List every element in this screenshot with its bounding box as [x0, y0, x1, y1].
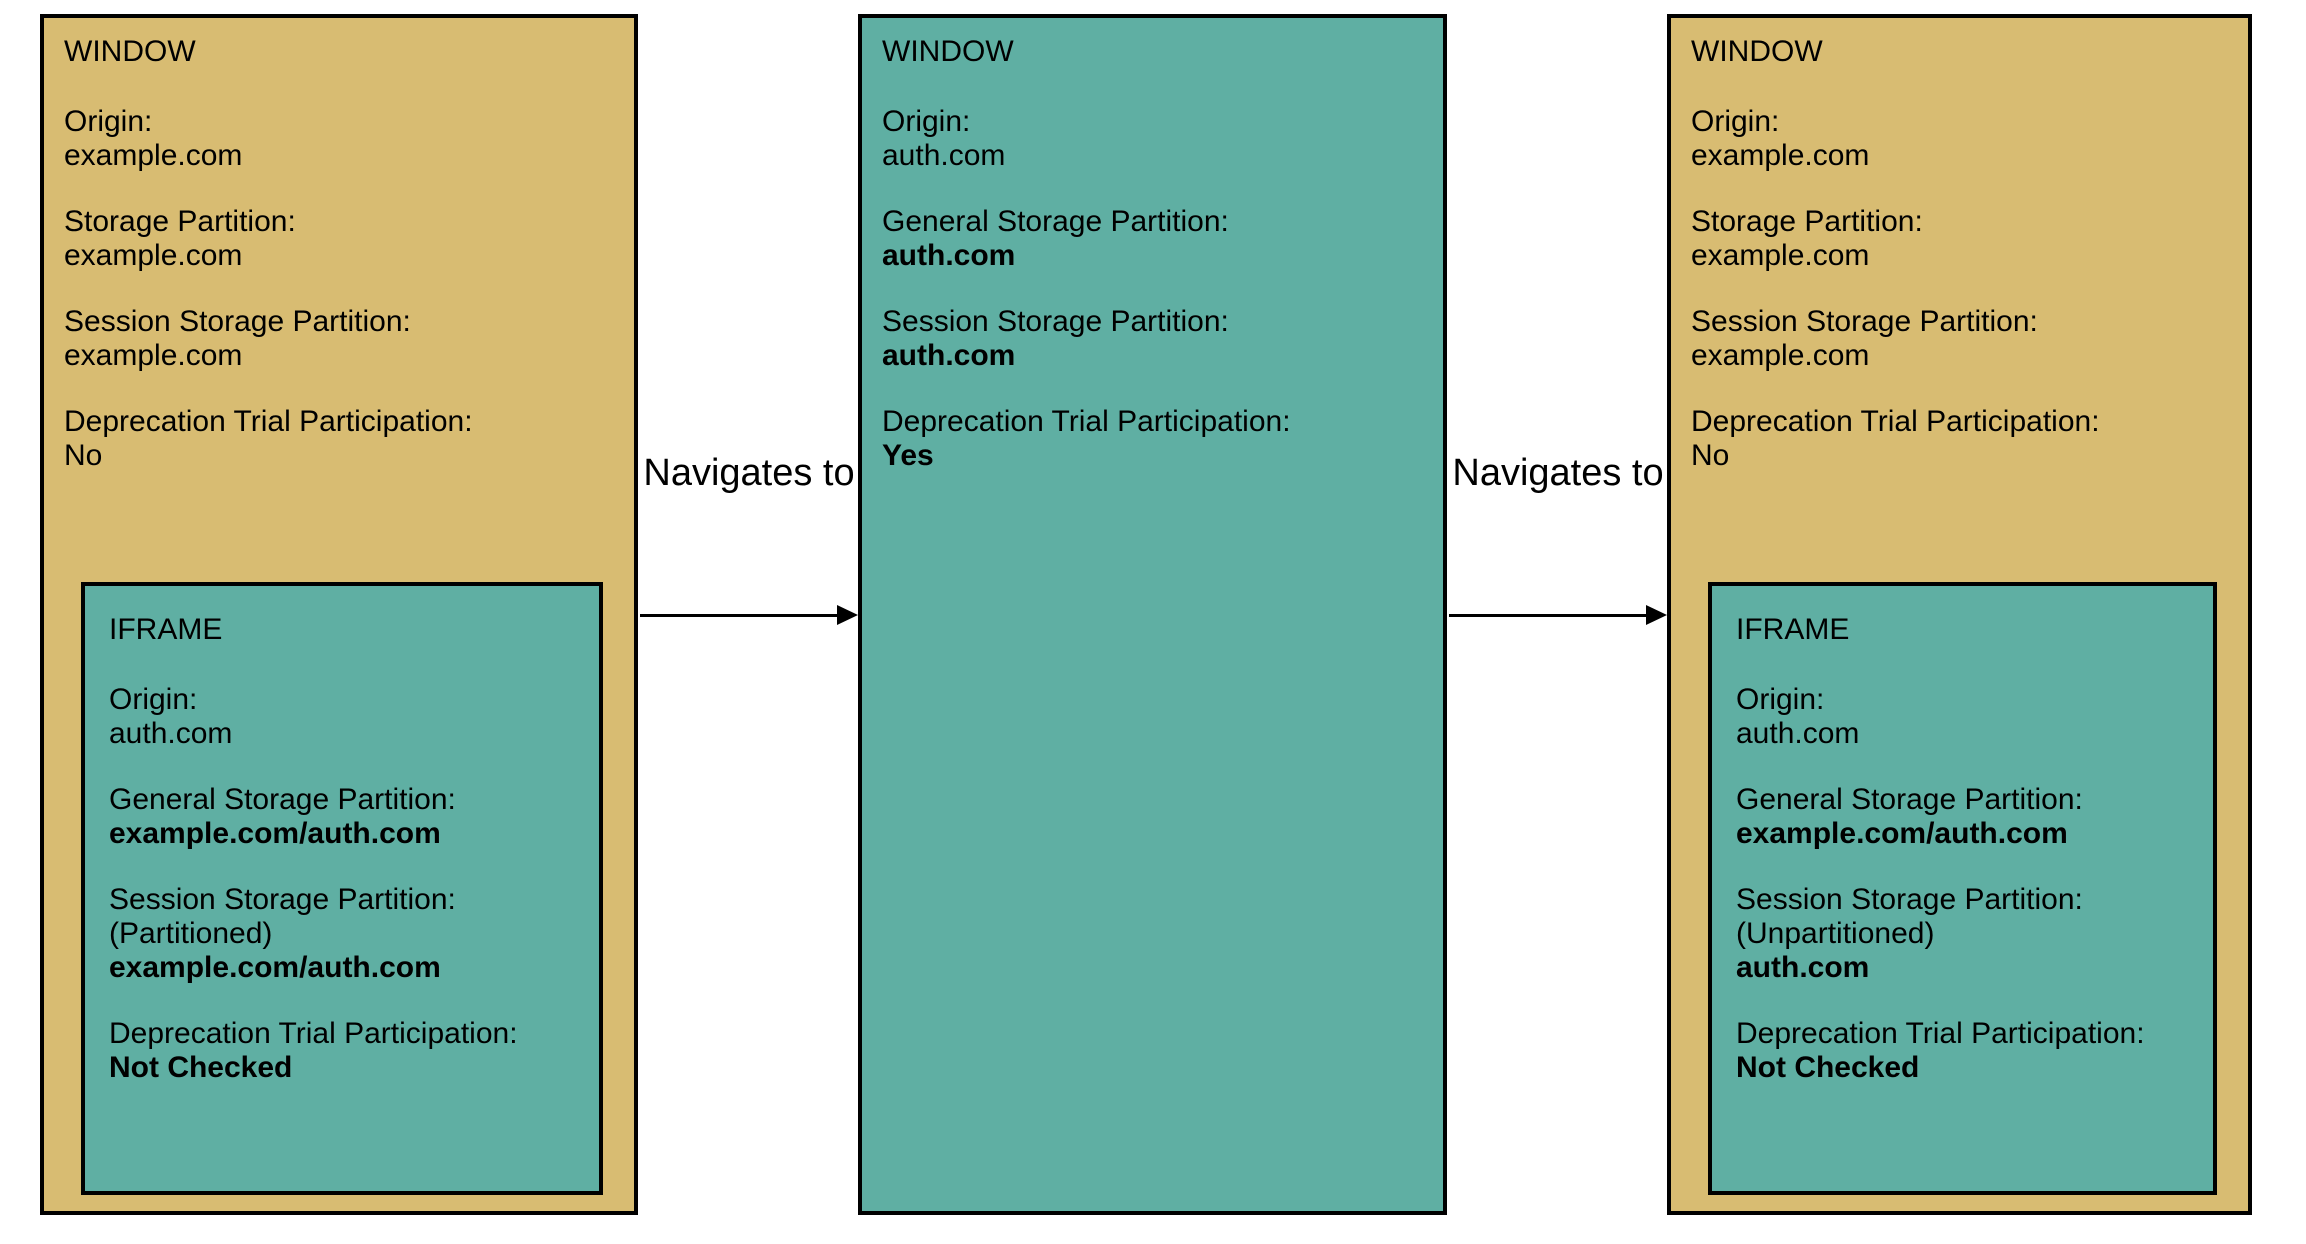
- field-storage-partition: Storage Partition: example.com: [64, 205, 614, 273]
- field-value: example.com/auth.com: [109, 817, 441, 850]
- field-label: Deprecation Trial Participation:: [1736, 1017, 2145, 1050]
- arrow-label-1: Navigates to: [643, 452, 855, 494]
- field-label: Session Storage Partition:: [1736, 883, 2083, 916]
- field-label: Origin:: [1691, 105, 1780, 138]
- field-value: example.com/auth.com: [1736, 817, 2068, 850]
- field-origin: Origin: auth.com: [1736, 683, 2189, 751]
- field-label: Session Storage Partition:: [109, 883, 456, 916]
- field-value: example.com: [64, 339, 243, 372]
- window-box-1-content: WINDOW Origin: example.com Storage Parti…: [44, 18, 634, 473]
- field-origin: Origin: auth.com: [882, 105, 1423, 173]
- field-label: Origin:: [109, 683, 198, 716]
- window-box-2: WINDOW Origin: auth.com General Storage …: [858, 14, 1447, 1215]
- field-label: Session Storage Partition:: [882, 305, 1229, 338]
- field-value: auth.com: [882, 139, 1006, 172]
- field-value: Yes: [882, 439, 934, 472]
- field-value: auth.com: [1736, 951, 1870, 984]
- field-label: General Storage Partition:: [1736, 783, 2083, 816]
- field-value: No: [1691, 439, 1730, 472]
- field-value: example.com: [1691, 339, 1870, 372]
- arrow-head-icon: [837, 605, 858, 625]
- iframe-box-1: IFRAME Origin: auth.com General Storage …: [81, 582, 603, 1195]
- field-label: Session Storage Partition:: [1691, 305, 2038, 338]
- field-label: General Storage Partition:: [109, 783, 456, 816]
- arrow-label-2: Navigates to: [1452, 452, 1664, 494]
- field-note: (Unpartitioned): [1736, 917, 1935, 950]
- field-value: auth.com: [882, 339, 1016, 372]
- field-deprecation-trial: Deprecation Trial Participation: No: [1691, 405, 2228, 473]
- window-box-2-content: WINDOW Origin: auth.com General Storage …: [862, 18, 1443, 473]
- field-note: (Partitioned): [109, 917, 273, 950]
- field-label: Origin:: [882, 105, 971, 138]
- field-value: example.com: [64, 239, 243, 272]
- field-session-storage-partition: Session Storage Partition: auth.com: [882, 305, 1423, 373]
- arrow-line: [640, 613, 837, 617]
- field-label: General Storage Partition:: [882, 205, 1229, 238]
- field-label: Origin:: [1736, 683, 1825, 716]
- field-session-storage-partition: Session Storage Partition: (Unpartitione…: [1736, 883, 2189, 985]
- field-origin: Origin: example.com: [1691, 105, 2228, 173]
- field-deprecation-trial: Deprecation Trial Participation: Yes: [882, 405, 1423, 473]
- field-deprecation-trial: Deprecation Trial Participation: Not Che…: [1736, 1017, 2189, 1085]
- field-label: Storage Partition:: [64, 205, 296, 238]
- navigates-arrow-1: [640, 601, 858, 629]
- iframe-title: IFRAME: [1736, 613, 1850, 646]
- window-title: WINDOW: [64, 35, 196, 68]
- field-session-storage-partition: Session Storage Partition: example.com: [64, 305, 614, 373]
- field-label: Session Storage Partition:: [64, 305, 411, 338]
- iframe-title: IFRAME: [109, 613, 223, 646]
- field-session-storage-partition: Session Storage Partition: (Partitioned)…: [109, 883, 575, 985]
- field-label: Origin:: [64, 105, 153, 138]
- field-label: Storage Partition:: [1691, 205, 1923, 238]
- window-box-3-content: WINDOW Origin: example.com Storage Parti…: [1671, 18, 2248, 473]
- field-value: Not Checked: [109, 1051, 293, 1084]
- field-deprecation-trial: Deprecation Trial Participation: No: [64, 405, 614, 473]
- field-value: No: [64, 439, 103, 472]
- field-value: Not Checked: [1736, 1051, 1920, 1084]
- arrow-line: [1449, 613, 1646, 617]
- field-value: auth.com: [882, 239, 1016, 272]
- field-label: Deprecation Trial Participation:: [109, 1017, 518, 1050]
- window-box-3: WINDOW Origin: example.com Storage Parti…: [1667, 14, 2252, 1215]
- field-value: example.com: [64, 139, 243, 172]
- window-title: WINDOW: [882, 35, 1014, 68]
- iframe-box-3: IFRAME Origin: auth.com General Storage …: [1708, 582, 2217, 1195]
- field-value: example.com: [1691, 239, 1870, 272]
- field-value: auth.com: [109, 717, 233, 750]
- field-label: Deprecation Trial Participation:: [64, 405, 473, 438]
- field-origin: Origin: auth.com: [109, 683, 575, 751]
- navigates-arrow-2: [1449, 601, 1667, 629]
- window-title: WINDOW: [1691, 35, 1823, 68]
- field-session-storage-partition: Session Storage Partition: example.com: [1691, 305, 2228, 373]
- field-general-storage-partition: General Storage Partition: example.com/a…: [109, 783, 575, 851]
- field-label: Deprecation Trial Participation:: [1691, 405, 2100, 438]
- field-value: example.com/auth.com: [109, 951, 441, 984]
- field-storage-partition: Storage Partition: example.com: [1691, 205, 2228, 273]
- field-value: auth.com: [1736, 717, 1860, 750]
- field-general-storage-partition: General Storage Partition: example.com/a…: [1736, 783, 2189, 851]
- field-label: Deprecation Trial Participation:: [882, 405, 1291, 438]
- field-general-storage-partition: General Storage Partition: auth.com: [882, 205, 1423, 273]
- arrow-head-icon: [1646, 605, 1667, 625]
- field-origin: Origin: example.com: [64, 105, 614, 173]
- window-box-1: WINDOW Origin: example.com Storage Parti…: [40, 14, 638, 1215]
- field-value: example.com: [1691, 139, 1870, 172]
- field-deprecation-trial: Deprecation Trial Participation: Not Che…: [109, 1017, 575, 1085]
